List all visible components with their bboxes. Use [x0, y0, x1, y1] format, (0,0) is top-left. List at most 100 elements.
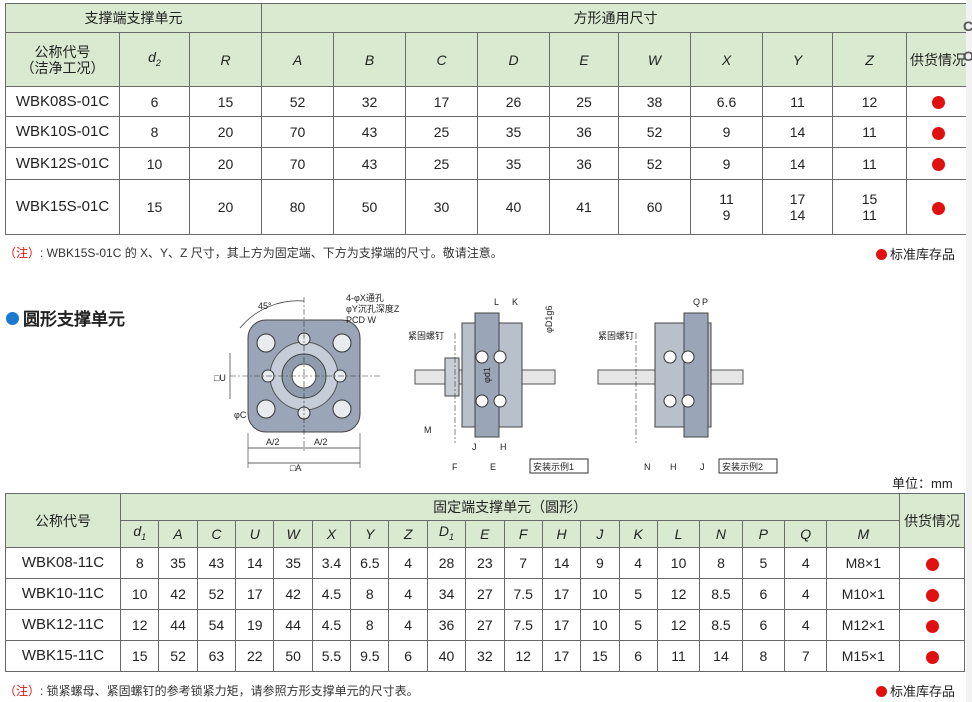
label-C: φC: [234, 410, 247, 420]
cell: 52: [158, 640, 198, 672]
stock-legend: 标准库存品: [876, 244, 955, 263]
cell: 23: [465, 547, 505, 579]
cell: 80: [261, 179, 334, 235]
part-code: WBK08-11C: [4, 547, 122, 579]
col-A: A: [261, 32, 334, 87]
cell: 70: [261, 147, 334, 180]
unit-label: 单位：mm: [892, 476, 953, 491]
cell: 10: [120, 578, 160, 610]
front-view: 45° 4-φX通孔 φY沉孔深度Z PCD W □U φC A/2 A/2 □…: [214, 293, 400, 473]
supply-header: 供货情况: [899, 493, 965, 548]
part-code: WBK10-11C: [4, 578, 122, 610]
cell: 8: [120, 547, 160, 579]
label-set-screw-2: 紧固螺钉: [598, 331, 634, 341]
cell: 8: [699, 547, 743, 579]
label-U: □U: [214, 373, 226, 383]
cell: M12×1: [826, 609, 901, 641]
section-bullet-icon: [6, 312, 19, 325]
cell: 12: [656, 609, 701, 641]
cell: 11: [656, 640, 701, 672]
label-J: J: [472, 442, 477, 452]
cell: 15: [119, 179, 190, 235]
label-P: P: [702, 297, 708, 307]
label-K: K: [512, 297, 518, 307]
cell: 12: [120, 609, 160, 641]
cell: 9: [580, 547, 620, 579]
stock-dot-icon: [925, 650, 939, 664]
cell: 9: [690, 116, 763, 148]
cell: 35: [273, 547, 313, 579]
cell: 4: [784, 547, 828, 579]
part-code: WBK15-11C: [4, 640, 122, 672]
technical-drawing: 45° 4-φX通孔 φY沉孔深度Z PCD W □U φC A/2 A/2 □…: [214, 293, 778, 474]
stock-indicator: [906, 179, 970, 235]
col-W: W: [618, 32, 691, 87]
label-D1: φD1g6: [544, 306, 554, 333]
cell: 10: [119, 147, 190, 180]
col-Q: Q: [784, 520, 828, 548]
table-row: WBK10S-01C 8 20 70 43 25 35 36 52 9 14 1…: [5, 116, 970, 148]
table-row: WBK10-11C 10 42 52 17 42 4.5 8 4 34 27 7…: [4, 578, 965, 610]
cell: 20: [189, 116, 262, 148]
label-d1: φd1: [482, 367, 492, 383]
col-J: J: [580, 520, 620, 548]
cell: 22: [235, 640, 275, 672]
col-Y: Y: [762, 32, 833, 87]
col-X: X: [690, 32, 763, 87]
cell: 4.5: [311, 578, 352, 610]
note-square: （注）: WBK15S-01C 的 X、Y、Z 尺寸，其上方为固定端、下方为支撑…: [4, 246, 503, 260]
cell: 63: [196, 640, 237, 672]
cell: 7: [503, 547, 543, 579]
col-P: P: [741, 520, 786, 548]
cell: 26: [477, 86, 550, 117]
cell: 28: [426, 547, 467, 579]
cell: 6.6: [690, 86, 763, 117]
label-J2: J: [700, 462, 705, 472]
cell: 8: [119, 116, 190, 148]
cell: 17: [541, 578, 582, 610]
col-d2: d2: [119, 32, 190, 87]
cell: 15: [580, 640, 620, 672]
cell: 17: [405, 86, 478, 117]
cell: 4: [388, 547, 428, 579]
cell: 44: [158, 609, 198, 641]
cell: 38: [618, 86, 691, 117]
cell: 50: [333, 179, 406, 235]
edge-letter: C: [963, 18, 972, 34]
cell: 9: [690, 147, 763, 180]
cell: 43: [333, 116, 406, 148]
col-d1: d1: [120, 520, 160, 548]
col-C: C: [405, 32, 478, 87]
table-row: WBK12S-01C 10 20 70 43 25 35 36 52 9 14 …: [5, 147, 970, 180]
label-L: L: [494, 297, 499, 307]
part-code: WBK12S-01C: [5, 147, 120, 180]
cell: 7.5: [503, 578, 543, 610]
cell: 3.4: [311, 547, 352, 579]
col-K: K: [618, 520, 658, 548]
col-Y: Y: [350, 520, 390, 548]
cell: 6: [741, 609, 786, 641]
col-M: M: [826, 520, 901, 548]
cell: 43: [333, 147, 406, 180]
cell: 35: [477, 116, 550, 148]
table-row: WBK08-11C 8 35 43 14 35 3.4 6.5 4 28 23 …: [4, 547, 965, 579]
stock-indicator: [906, 116, 970, 148]
stock-indicator: [899, 547, 965, 579]
label-E: E: [490, 462, 496, 472]
cell: 52: [618, 116, 691, 148]
cell: 40: [426, 640, 467, 672]
label-N: N: [644, 462, 651, 472]
cell: 8: [350, 609, 390, 641]
stock-dot-icon: [925, 619, 939, 633]
label-angle: 45°: [258, 301, 272, 311]
cell: 9.5: [350, 640, 390, 672]
cell: 42: [273, 578, 313, 610]
stock-dot-icon: [931, 96, 945, 110]
cell: 4: [388, 578, 428, 610]
cell: 25: [549, 86, 619, 117]
col-A: A: [158, 520, 198, 548]
part-code: WBK15S-01C: [5, 179, 120, 235]
label-hole-1: 4-φX通孔: [346, 293, 384, 303]
col-Z: Z: [832, 32, 907, 87]
